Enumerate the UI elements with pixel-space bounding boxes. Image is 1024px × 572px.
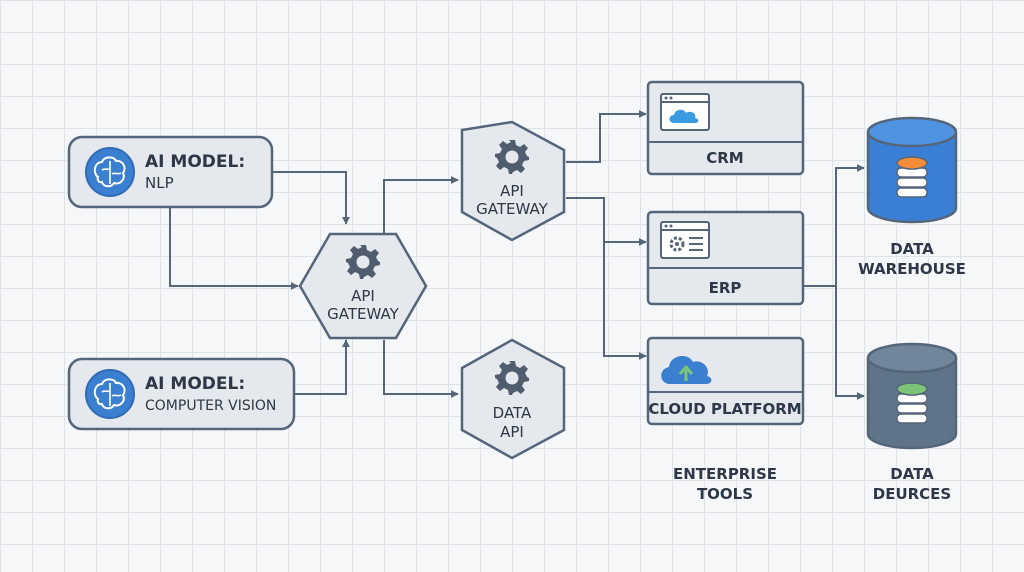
tool-label: CLOUD PLATFORM	[648, 400, 801, 418]
database-caption-line1: DATA	[890, 465, 934, 483]
connector-erp-to-warehouse	[804, 164, 865, 287]
connector-vision-to-gateway	[294, 339, 350, 395]
connector-erp-to-sources	[835, 286, 865, 400]
data-api-line2: API	[500, 423, 524, 441]
gateway-line1: API	[351, 287, 375, 305]
api-gateway-main-node[interactable]: API GATEWAY	[298, 232, 428, 340]
gateway-line1: API	[500, 182, 524, 200]
database-caption-line1: DATA	[890, 240, 934, 258]
model-subtitle: COMPUTER VISION	[145, 398, 276, 414]
enterprise-tools-caption-line1: ENTERPRISE	[673, 465, 777, 483]
gear-icon	[495, 140, 529, 174]
connector-tools-to-cloud	[603, 242, 647, 360]
tool-label: CRM	[706, 149, 744, 167]
cloud-platform-node[interactable]: CLOUD PLATFORM	[646, 336, 805, 426]
database-caption-line2: DEURCES	[873, 485, 952, 503]
tool-label: ERP	[709, 279, 742, 297]
browser-cloud-icon	[660, 93, 710, 131]
database-icon	[896, 382, 928, 424]
browser-gear-icon	[660, 221, 710, 259]
connector-gateway-to-tools	[566, 197, 647, 246]
ai-model-vision-node[interactable]: AI MODEL: COMPUTER VISION	[67, 357, 296, 431]
gateway-line2: GATEWAY	[327, 305, 399, 323]
data-api-line1: DATA	[493, 404, 532, 422]
connector-nlp-branch-to-gateway	[169, 208, 299, 290]
api-gateway-upper-node[interactable]: API GATEWAY	[460, 120, 566, 242]
gear-icon	[346, 245, 380, 279]
connector-gateway-to-upper-gateway	[383, 176, 459, 236]
data-warehouse-node[interactable]: DATA WAREHOUSE	[858, 116, 966, 278]
brain-icon	[85, 147, 135, 197]
model-title: AI MODEL:	[145, 374, 245, 394]
cloud-upload-icon	[661, 355, 712, 384]
connector-gateway-to-crm	[566, 110, 647, 163]
connector-nlp-to-gateway	[272, 171, 350, 225]
data-api-node[interactable]: DATA API	[460, 338, 566, 460]
erp-tool-node[interactable]: ERP	[646, 210, 805, 306]
gear-icon	[495, 361, 529, 395]
ai-model-nlp-node[interactable]: AI MODEL: NLP	[67, 135, 274, 209]
connectors	[169, 110, 865, 400]
database-icon	[896, 156, 928, 198]
connector-gateway-to-data-api	[383, 340, 459, 398]
enterprise-tools-caption-line2: TOOLS	[697, 485, 753, 503]
model-title: AI MODEL:	[145, 152, 245, 172]
crm-tool-node[interactable]: CRM	[646, 80, 805, 176]
model-subtitle: NLP	[145, 174, 174, 192]
brain-icon	[85, 369, 135, 419]
data-sources-node[interactable]: DATA DEURCES	[866, 342, 958, 503]
database-caption-line2: WAREHOUSE	[858, 260, 966, 278]
gateway-line2: GATEWAY	[476, 200, 548, 218]
